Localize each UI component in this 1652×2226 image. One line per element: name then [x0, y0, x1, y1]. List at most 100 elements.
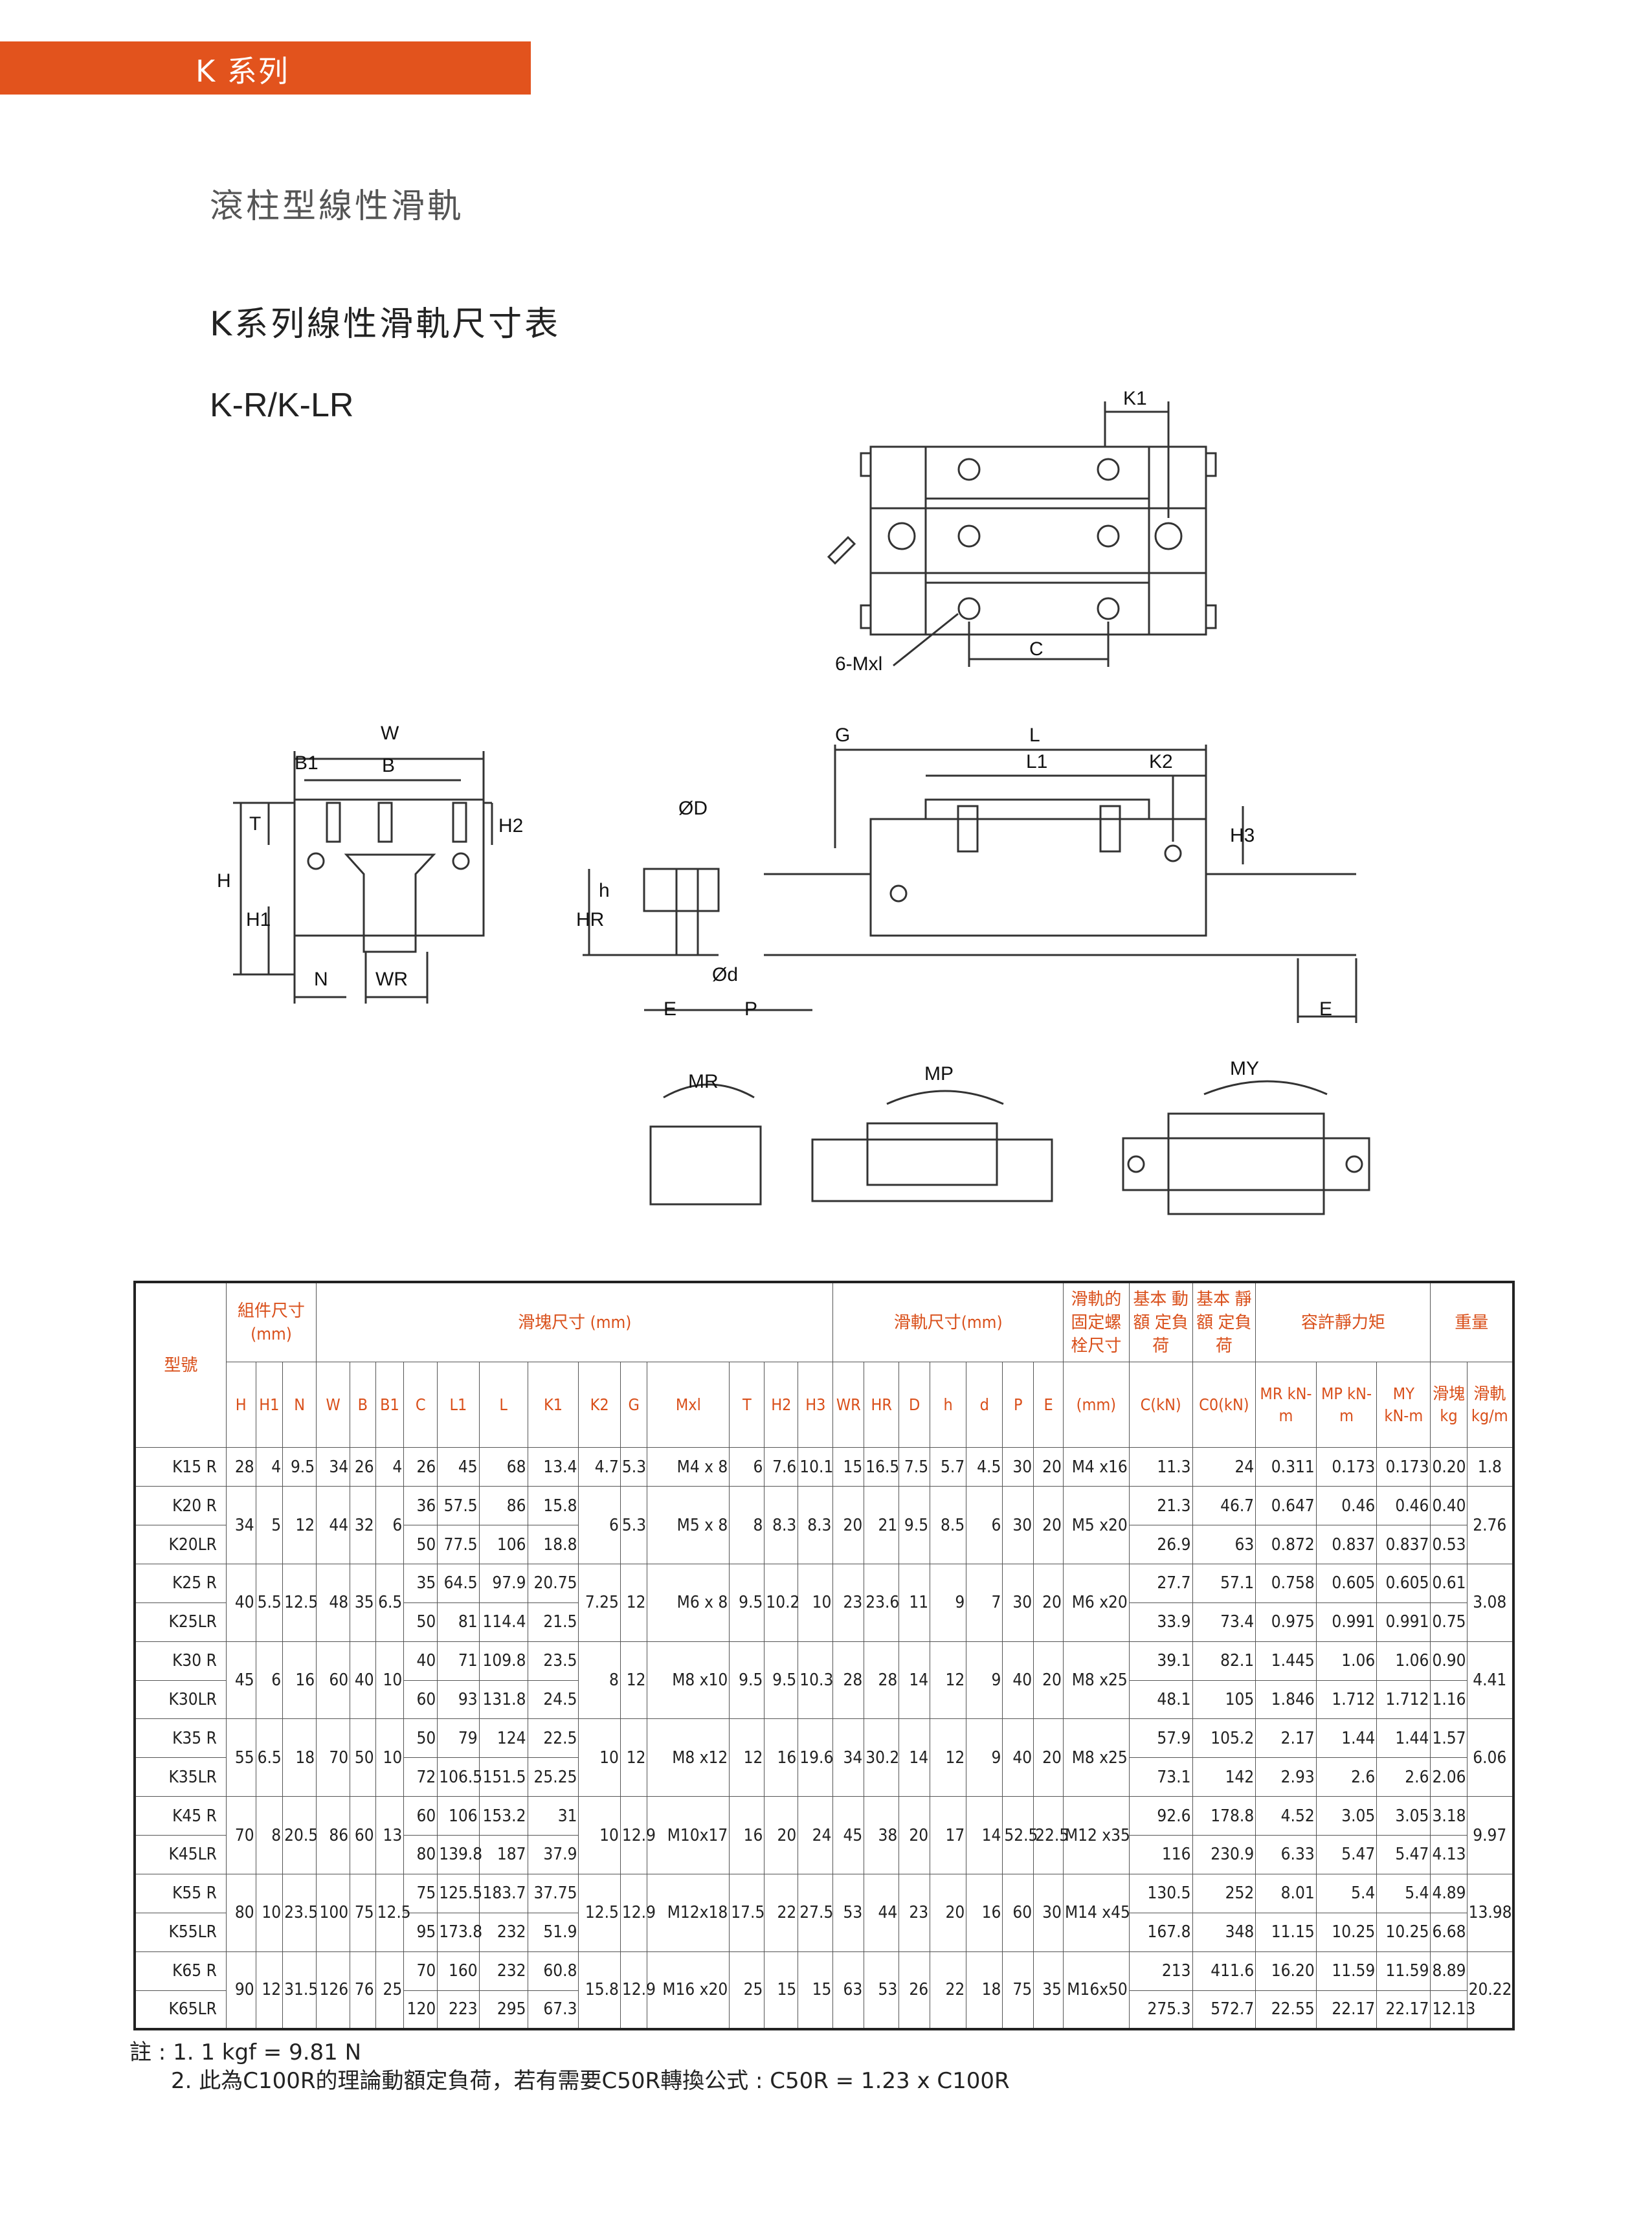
assembly-cell: 60: [316, 1641, 351, 1720]
col-header: h: [930, 1362, 967, 1448]
label-e-right: E: [1319, 998, 1332, 1020]
common-cell: 12: [620, 1564, 648, 1642]
label-b1: B1: [295, 752, 318, 774]
block-cell: 67.3: [527, 1990, 579, 2030]
load-cell: 8.89: [1430, 1951, 1468, 1991]
assembly-cell: 10: [375, 1641, 405, 1720]
load-cell: 24: [1192, 1447, 1256, 1487]
common-cell: 10: [578, 1718, 621, 1797]
assembly-cell: 6: [375, 1486, 405, 1565]
load-cell: 10.25: [1315, 1912, 1378, 1952]
block-cell: 80: [403, 1835, 438, 1874]
col-header: H1: [255, 1362, 284, 1448]
assembly-cell: 12.5: [282, 1564, 318, 1642]
load-cell: 0.173: [1315, 1447, 1378, 1487]
load-cell: 0.758: [1255, 1564, 1317, 1603]
load-cell: 22.55: [1255, 1990, 1317, 2030]
block-cell: 120: [403, 1990, 438, 2030]
block-cell: 106.5: [437, 1757, 482, 1797]
assembly-cell: 76: [350, 1951, 376, 2030]
block-cell: 60: [403, 1680, 438, 1720]
common-cell: 12: [729, 1718, 765, 1797]
assembly-cell: 10: [375, 1718, 405, 1797]
load-cell: 33.9: [1128, 1602, 1193, 1642]
common-cell: 4.5: [966, 1447, 1003, 1487]
common-cell: 18: [966, 1951, 1003, 2030]
common-cell: 20: [832, 1486, 865, 1565]
load-cell: 105: [1192, 1680, 1256, 1720]
assembly-cell: 80: [225, 1873, 256, 1952]
rail-weight-cell: 2.76: [1466, 1486, 1514, 1565]
assembly-cell: 20.5: [282, 1796, 318, 1874]
table-title: K系列線性滑軌尺寸表: [210, 305, 561, 344]
common-cell: 10.2: [764, 1564, 799, 1642]
assembly-cell: 12.5: [375, 1873, 411, 1952]
common-cell: 20: [1033, 1641, 1064, 1720]
spec-table: 型號組件尺寸 (mm)滑塊尺寸 (mm)滑軌尺寸(mm)滑軌的 固定螺 栓尺寸基…: [133, 1281, 1515, 2030]
block-cell: 151.5: [478, 1757, 528, 1797]
common-cell: 20: [1033, 1486, 1064, 1565]
model-cell: K25LR: [134, 1602, 227, 1642]
common-cell: 9.5: [899, 1486, 931, 1565]
assembly-cell: 26: [350, 1447, 376, 1487]
label-e: E: [664, 998, 676, 1020]
load-cell: 0.991: [1315, 1602, 1378, 1642]
load-cell: 11.59: [1315, 1951, 1378, 1991]
col-header-moment: 容許靜力矩: [1255, 1281, 1431, 1363]
label-t: T: [249, 813, 261, 835]
common-cell: 20: [1033, 1564, 1064, 1642]
load-cell: 1.44: [1376, 1718, 1431, 1759]
common-cell: 11: [899, 1564, 931, 1642]
common-cell: 22: [764, 1873, 799, 1952]
block-cell: 50: [403, 1602, 438, 1642]
model-cell: K55 R: [134, 1873, 227, 1913]
block-cell: 109.8: [478, 1641, 528, 1681]
assembly-cell: 50: [350, 1718, 376, 1797]
common-cell: 7.5: [899, 1447, 931, 1487]
common-cell: 16: [729, 1796, 765, 1874]
load-cell: 2.17: [1255, 1718, 1317, 1759]
block-cell: 35: [403, 1564, 438, 1603]
common-cell: 16.5: [864, 1447, 899, 1487]
assembly-cell: 48: [316, 1564, 351, 1642]
load-cell: 10.25: [1376, 1912, 1431, 1952]
assembly-cell: 55: [225, 1718, 256, 1797]
block-cell: 18.8: [527, 1525, 579, 1565]
load-cell: 0.90: [1430, 1641, 1468, 1681]
common-cell: 12.9: [620, 1796, 656, 1874]
common-cell: 15.8: [578, 1951, 621, 2030]
load-cell: 0.311: [1255, 1447, 1317, 1487]
model-cell: K35LR: [134, 1757, 227, 1797]
assembly-cell: 4: [255, 1447, 284, 1487]
load-cell: 0.20: [1430, 1447, 1468, 1487]
label-l1: L1: [1026, 751, 1047, 772]
assembly-cell: 12: [282, 1486, 317, 1565]
block-cell: 139.8: [437, 1835, 482, 1874]
notes: 註 : 1. 1 kgf = 9.81 N 2. 此為C100R的理論動額定負荷…: [129, 2038, 1010, 2095]
col-header: H: [225, 1362, 256, 1448]
load-cell: 22.17: [1376, 1990, 1431, 2030]
common-cell: 30: [1002, 1486, 1034, 1565]
block-cell: 232: [478, 1912, 528, 1952]
block-cell: 25.25: [527, 1757, 579, 1797]
block-cell: 23.5: [527, 1641, 579, 1681]
common-cell: 9: [966, 1641, 1003, 1720]
col-header: d: [966, 1362, 1003, 1448]
load-cell: 2.6: [1376, 1757, 1431, 1797]
common-cell: 28: [864, 1641, 900, 1720]
load-cell: 0.605: [1315, 1564, 1378, 1603]
col-header: C0(kN): [1192, 1362, 1256, 1448]
load-cell: 57.9: [1128, 1718, 1193, 1759]
load-cell: 1.846: [1255, 1680, 1317, 1720]
block-cell: 22.5: [527, 1718, 579, 1759]
label-h3: H3: [1230, 825, 1255, 846]
block-cell: 160: [437, 1951, 480, 1991]
col-header-rail: 滑軌尺寸(mm): [832, 1281, 1064, 1363]
assembly-cell: 23.5: [282, 1873, 318, 1952]
block-cell: 24.5: [527, 1680, 579, 1720]
common-cell: 7: [966, 1564, 1003, 1642]
load-cell: 0.173: [1376, 1447, 1431, 1487]
